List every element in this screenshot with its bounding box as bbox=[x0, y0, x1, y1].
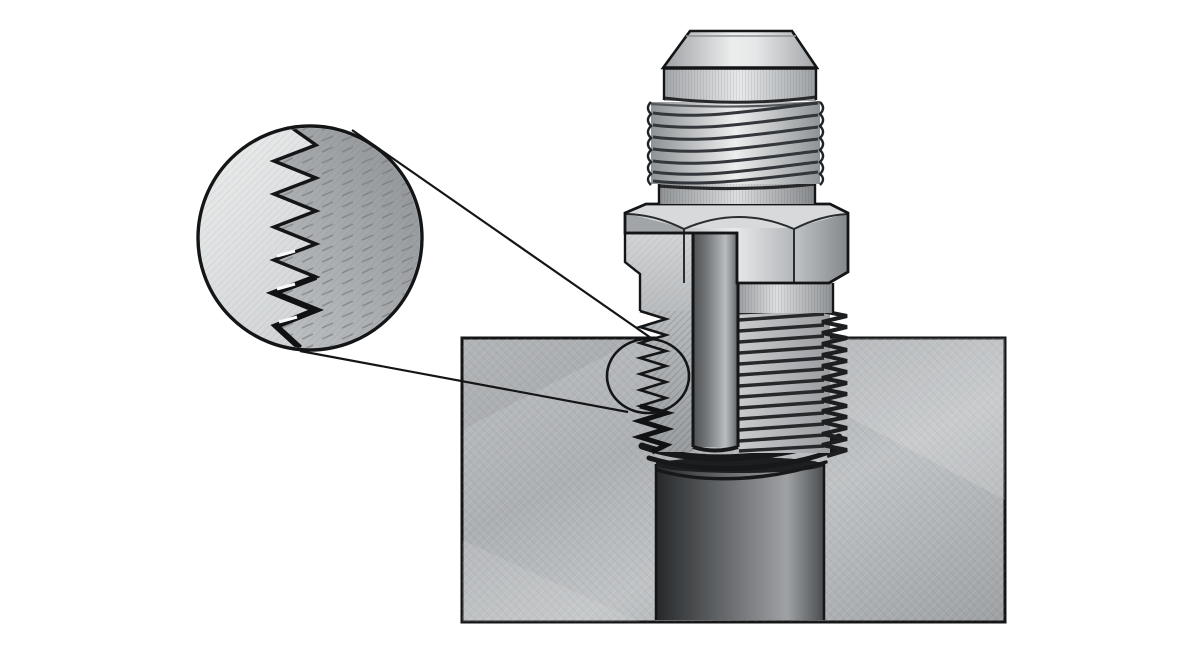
thread-zone-highlight-circle bbox=[605, 337, 691, 415]
tube-thread-section bbox=[646, 100, 825, 186]
fitting-shank bbox=[739, 283, 835, 313]
port-thread-tips bbox=[821, 308, 848, 459]
fitting-shoulder-profile bbox=[623, 233, 642, 311]
callout-line-upper bbox=[351, 129, 652, 339]
callout-line-lower bbox=[299, 349, 629, 414]
block-sheen-bottom-left bbox=[462, 540, 640, 622]
magnifier-detail-circle bbox=[196, 124, 424, 352]
hex-right-face bbox=[794, 213, 848, 283]
detail-thread-profile-bold bbox=[265, 274, 325, 348]
magnifier-outline bbox=[196, 124, 424, 352]
hex-center-face bbox=[684, 228, 794, 283]
hex-nut bbox=[623, 202, 850, 285]
flare-cone bbox=[660, 29, 820, 70]
thread-right-silhouette bbox=[818, 101, 825, 186]
port-thread-crests bbox=[738, 312, 825, 453]
callout-lines bbox=[299, 129, 652, 414]
tube-bottom-edge bbox=[692, 445, 739, 453]
detail-thread-gap-slits bbox=[276, 249, 298, 324]
tube-thread-crests bbox=[652, 101, 819, 185]
thread-engagement-bold-lower bbox=[631, 403, 676, 455]
hex-top-chamfer bbox=[625, 204, 848, 228]
block-corner-shade bbox=[462, 338, 640, 430]
hex-chamfer-lines bbox=[624, 213, 849, 283]
lower-collar bbox=[657, 182, 817, 204]
thread-engagement-profile bbox=[631, 309, 676, 455]
upper-collar bbox=[662, 68, 818, 104]
fitting-bore-tube bbox=[691, 232, 740, 453]
detail-male-thread-material bbox=[200, 128, 420, 348]
hex-left-face bbox=[625, 213, 684, 233]
thread-left-silhouette bbox=[646, 101, 653, 186]
port-bore bbox=[654, 457, 826, 620]
